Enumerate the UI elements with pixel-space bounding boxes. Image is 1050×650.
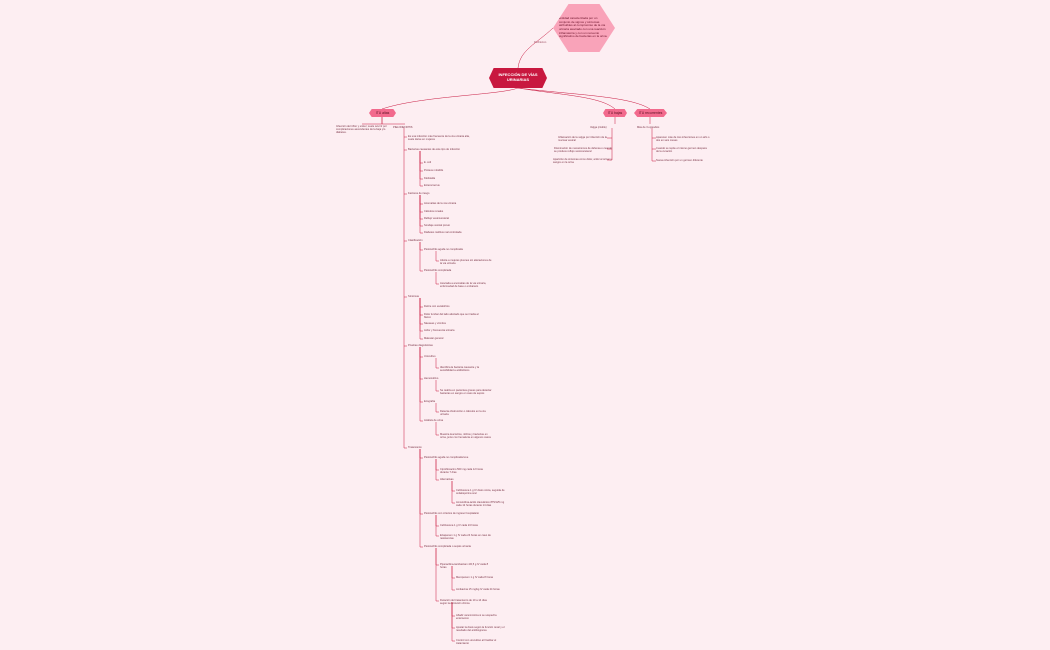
- pielonefritis-tree-node[interactable]: Reflujo vesicoureteral: [424, 217, 449, 220]
- pielonefritis-tree-node[interactable]: Es una infección más frecuente de la vía…: [408, 135, 470, 142]
- pielonefritis-tree-node[interactable]: Muestra leucocitos, nitritos y bacterias…: [440, 433, 491, 440]
- pielonefritis-tree-node[interactable]: Se realiza en pacientes graves para dete…: [440, 389, 492, 396]
- pielonefritis-tree-node[interactable]: Duración del tratamiento de 10 a 14 días…: [440, 599, 487, 606]
- pielonefritis-tree-node[interactable]: Dolor lumbar del lado afectado que se ir…: [424, 313, 479, 320]
- connector-line: [381, 87, 519, 110]
- definition-label: Definición: [534, 40, 547, 44]
- pielonefritis-tree-node[interactable]: Meropenem 1 g IV cada 8 horas: [456, 576, 494, 579]
- pielonefritis-tree-node[interactable]: E. coli: [424, 161, 432, 164]
- pielonefritis-tree-node[interactable]: Sondaje vesical previo: [424, 224, 450, 227]
- pielonefritis-tree-node[interactable]: Pruebas diagnósticas: [408, 344, 433, 347]
- pielonefritis-tree-node[interactable]: Ardor y frecuencia urinaria: [424, 329, 455, 332]
- pielonefritis-tree-node[interactable]: Clasificación: [408, 239, 423, 242]
- pielonefritis-tree-node[interactable]: Control con urocultivo al finalizar el t…: [456, 639, 497, 646]
- pielonefritis-tree-node[interactable]: Factores de riesgo: [408, 192, 430, 195]
- pielonefritis-tree-node[interactable]: Proteus mirabilis: [424, 169, 444, 172]
- branch-itu-recurrentes-label: ITU recurrentes: [638, 111, 663, 115]
- pielonefritis-tree-node[interactable]: Anomalías de la vía urinaria: [424, 202, 457, 205]
- central-topic[interactable]: INFECCIÓN DE VÍAS URINARIAS: [489, 68, 547, 88]
- pielonefritis-tree-node[interactable]: Enterococcus: [424, 184, 440, 187]
- branch-itu-bajas-label: ITU bajas: [607, 111, 623, 115]
- itu-recurrentes-item[interactable]: Cuando se repite el mismo germen después…: [656, 147, 707, 154]
- itu-recurrentes-item[interactable]: Aparecen más de tres infecciones en un a…: [656, 136, 710, 143]
- pielonefritis-tree-node[interactable]: Pielonefritis con criterios de ingreso h…: [424, 512, 479, 515]
- pielonefritis-tree-node[interactable]: Cálculos renales: [424, 210, 444, 213]
- pielonefritis-tree-node[interactable]: Náuseas y vómitos: [424, 322, 446, 325]
- pielonefritis-tree-node[interactable]: Amoxicilina-ácido clavulánico 875/125 mg…: [456, 501, 505, 508]
- pielonefritis-tree-node[interactable]: Análisis de orina: [424, 419, 444, 422]
- pielonefritis-tree-node[interactable]: Fiebre con escalofríos: [424, 305, 450, 308]
- itu-bajas-header[interactable]: Vejiga (cistitis): [590, 126, 607, 129]
- connector-line: [381, 117, 405, 125]
- branch-itu-altas[interactable]: ITU altas: [369, 109, 396, 117]
- pielonefritis-tree-node[interactable]: Añadir vancomicina si se sospecha entero…: [456, 614, 497, 621]
- branch-itu-altas-label: ITU altas: [375, 111, 390, 115]
- pielonefritis-tree-node[interactable]: Pielonefritis complicada: [424, 269, 452, 272]
- pielonefritis-tree-node[interactable]: Pielonefritis complicada o sepsis urinar…: [424, 545, 471, 548]
- connector-line: [517, 87, 616, 110]
- itu-altas-definition[interactable]: Infección del riñón y uréter; suele ocur…: [336, 125, 387, 135]
- branch-itu-bajas[interactable]: ITU bajas: [603, 109, 627, 117]
- pielonefritis-tree-node[interactable]: Ceftriaxona 1 g IV dosis única, seguida …: [456, 489, 505, 496]
- pielonefritis-tree-node[interactable]: Identifica la bacteria causante y la sen…: [440, 366, 480, 373]
- pielonefritis-tree-node[interactable]: Bacterias causantes de este tipo de infe…: [408, 148, 461, 151]
- branch-itu-recurrentes[interactable]: ITU recurrentes: [634, 109, 667, 117]
- definition-text: Entidad caracterizada por un conjunto de…: [559, 15, 608, 39]
- connector-line: [362, 117, 383, 125]
- pielonefritis-tree-node[interactable]: Ciprofloxacino 500 mg cada 12 horas dura…: [440, 468, 483, 475]
- connector-line: [517, 87, 651, 110]
- pielonefritis-tree-node[interactable]: Amikacina 15 mg/kg IV cada 24 horas: [456, 588, 500, 591]
- connector-line: [517, 27, 554, 69]
- pielonefritis-tree-node[interactable]: Ertapenem 1 g IV cada 24 horas en caso d…: [440, 534, 491, 541]
- pielonefritis-node[interactable]: PIELONEFRITIS: [393, 126, 413, 129]
- pielonefritis-tree-node[interactable]: Pielonefritis aguda no complicada: [424, 248, 463, 251]
- itu-recurrentes-header[interactable]: Más de 3 episodios: [637, 126, 660, 129]
- pielonefritis-tree-node[interactable]: Ceftriaxona 1 g IV cada 24 horas: [440, 524, 478, 527]
- pielonefritis-tree-node[interactable]: Asociada a anomalías de la vía urinaria,…: [440, 282, 487, 289]
- central-topic-label: INFECCIÓN DE VÍAS URINARIAS: [498, 72, 538, 82]
- pielonefritis-tree-node[interactable]: Alternativas: [440, 478, 454, 481]
- pielonefritis-tree-node[interactable]: Ajustar la dosis según la función renal …: [456, 626, 505, 633]
- pielonefritis-tree-node[interactable]: Diabetes mellitus mal controlada: [424, 231, 462, 234]
- pielonefritis-tree-node[interactable]: Tratamiento: [408, 446, 422, 449]
- pielonefritis-tree-node[interactable]: Pielonefritis aguda no complicada leve: [424, 456, 469, 459]
- itu-bajas-item[interactable]: Disminución de mecanismos de defensa o c…: [554, 147, 612, 154]
- pielonefritis-tree-node[interactable]: Malestar general: [424, 337, 444, 340]
- pielonefritis-tree-node[interactable]: Urocultivo: [424, 355, 436, 358]
- pielonefritis-tree-node[interactable]: Klebsiella: [424, 177, 436, 180]
- itu-bajas-item[interactable]: Aparición de síntomas como dolor, ardor …: [553, 158, 612, 165]
- itu-bajas-item[interactable]: Inflamación de la vejiga por infección d…: [558, 136, 607, 143]
- pielonefritis-tree-node[interactable]: Síntomas: [408, 295, 419, 298]
- pielonefritis-tree-node[interactable]: Piperacilina-tazobactam 4/0,5 g IV cada …: [440, 563, 489, 570]
- pielonefritis-tree-node[interactable]: Hemocultivo: [424, 377, 439, 380]
- pielonefritis-tree-node[interactable]: Detecta obstrucción o cálculos en la vía…: [440, 410, 486, 417]
- pielonefritis-tree-node[interactable]: Ecografía: [424, 400, 436, 403]
- pielonefritis-tree-node[interactable]: Afecta a mujeres jóvenes sin alteracione…: [440, 259, 492, 266]
- itu-recurrentes-item[interactable]: Nueva infección por un germen diferente: [656, 159, 703, 162]
